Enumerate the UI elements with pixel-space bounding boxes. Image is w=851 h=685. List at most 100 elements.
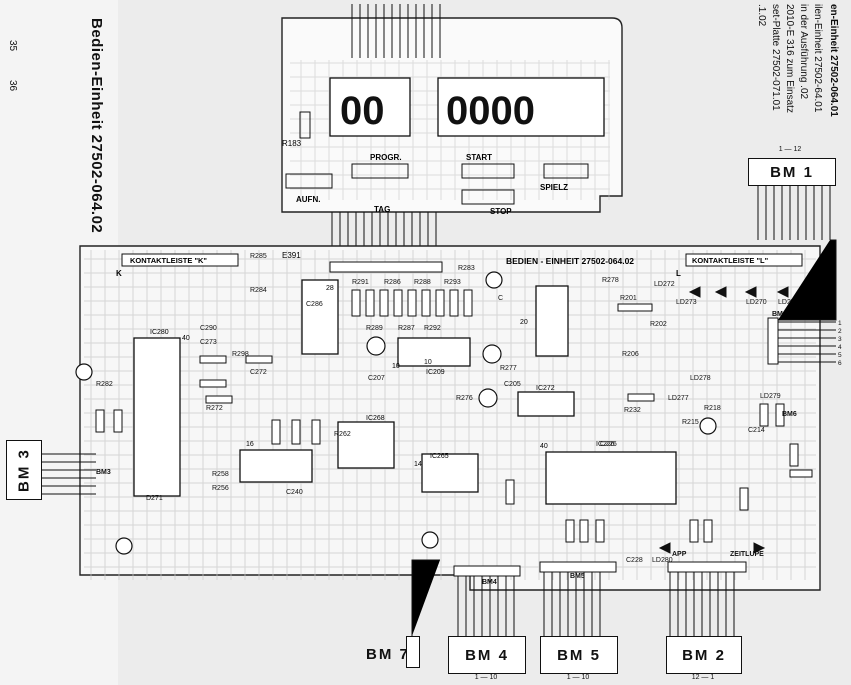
connector-bm2: BM 2 [666,636,742,674]
label-c: C [498,295,503,302]
board-title: BEDIEN - EINHEIT 27502-064.02 [506,256,634,266]
caption-line: ilen-Einheit 27502-64.01 [812,4,823,113]
connector-bm1: BM 1 [748,158,836,186]
label-k: K [116,269,122,278]
label-zeitlupe: ZEITLUPE [730,551,764,558]
pin-label: 40 [540,443,548,450]
label-r289: R289 [366,325,383,332]
label-r286: R286 [384,279,401,286]
pin-label: 16 [246,441,254,448]
label-r262: R262 [334,431,351,438]
label-ld277: LD277 [668,395,689,402]
connector-bm7 [406,636,420,668]
label-ic280: IC280 [150,329,169,336]
label-ld279: LD279 [760,393,781,400]
label-tag: TAG [374,205,390,214]
label-r288: R288 [414,279,431,286]
label-spielz: SPIELZ [540,183,568,192]
pin-label: 40 [182,335,190,342]
label-progr: PROGR. [370,153,402,162]
connector-bm3: BM 3 [6,440,42,500]
label-d271: D271 [146,495,163,502]
label-c273: C273 [200,339,217,346]
label-bm1-pin: BM1 [772,311,787,318]
label-r291: R291 [352,279,369,286]
label-c240: C240 [286,489,303,496]
label-bm5-pin: BM5 [570,573,585,580]
label-r284: R284 [250,287,267,294]
label-r258: R258 [212,471,229,478]
label-r276: R276 [456,395,473,402]
bm1-side-pin: 6 [838,360,842,367]
label-bm3-pin: BM3 [96,469,111,476]
label-ic226: IC226 [596,441,615,448]
label-c226: C226 [600,441,617,448]
caption-line: .1.02 [756,4,767,27]
connector-label: BM 2 [682,646,726,664]
pin-label: 14 [414,461,422,468]
caption-line: set-Platte 27502-071.01 [770,4,781,111]
label-r293: R293 [444,279,461,286]
display-board: 00 0000 R183 AUFN. PROGR. START TAG STOP… [281,4,623,262]
label-stop: STOP [490,207,512,216]
label-r283: R283 [458,265,475,272]
pin-label: 10 [392,363,400,370]
label-ic272: IC272 [536,385,555,392]
caption-line: en-Einheit 27502-064.01 [828,4,839,117]
pin-label: 28 [326,285,334,292]
connector-bm4: BM 4 [448,636,526,674]
connector-bm5: BM 5 [540,636,618,674]
caption-line: 2010-E 316 zum Einsatz [784,4,795,113]
bm1-side-pin: 3 [838,336,842,343]
label-r278: R278 [602,277,619,284]
label-r206: R206 [622,351,639,358]
main-board: KONTAKTLEISTE "K" K E391 KONTAKTLEISTE "… [75,245,821,591]
label-aufn: AUFN. [296,195,320,204]
connector-bm7-label: BM 7 [366,646,410,663]
label-start: START [466,153,492,162]
label-ld273: LD273 [676,299,697,306]
label-c214: C214 [748,427,765,434]
bm1-side-pin: 4 [838,344,842,351]
pin-label: 10 [424,359,432,366]
label-r232: R232 [624,407,641,414]
label-r285: R285 [250,253,267,260]
kontaktleiste-l-label: KONTAKTLEISTE "L" [692,256,769,265]
label-c272: C272 [250,369,267,376]
label-e391: E391 [282,251,301,260]
label-ld280: LD280 [652,557,673,564]
label-r298: R298 [232,351,249,358]
label-c286: C286 [306,301,323,308]
label-r183: R183 [282,139,302,148]
kontaktleiste-k-label: KONTAKTLEISTE "K" [130,256,207,265]
label-bm4-pin: BM4 [482,579,497,586]
connector-label: BM 3 [15,448,33,492]
label-ld270: LD270 [746,299,767,306]
connector-range: 1 — 10 [566,674,590,681]
label-c290: C290 [200,325,217,332]
label-ic268: IC268 [366,415,385,422]
label-ld272: LD272 [654,281,675,288]
label-app: APP [672,551,687,558]
label-r202: R202 [650,321,667,328]
label-ld278: LD278 [690,375,711,382]
connector-range: 12 — 1 [691,674,715,681]
label-r272: R272 [206,405,223,412]
connector-label: BM 4 [465,646,509,664]
label-l: L [676,269,681,278]
bm1-side-pin: 2 [838,328,842,335]
label-r292: R292 [424,325,441,332]
label-c205: C205 [504,381,521,388]
connector-range: 1 — 10 [474,674,498,681]
display-digits-right: 0000 [446,89,535,133]
label-bm6-pin: BM6 [782,411,797,418]
label-ic209: IC209 [426,369,445,376]
page-title: Bedien-Einheit 27502-064.02 [88,18,105,234]
side-caption: en-Einheit 27502-064.01 ilen-Einheit 275… [728,0,851,220]
label-r218: R218 [704,405,721,412]
label-ld271: LD271 [778,299,799,306]
label-c207: C207 [368,375,385,382]
label-r277: R277 [500,365,517,372]
bm1-side-pin: 5 [838,352,842,359]
